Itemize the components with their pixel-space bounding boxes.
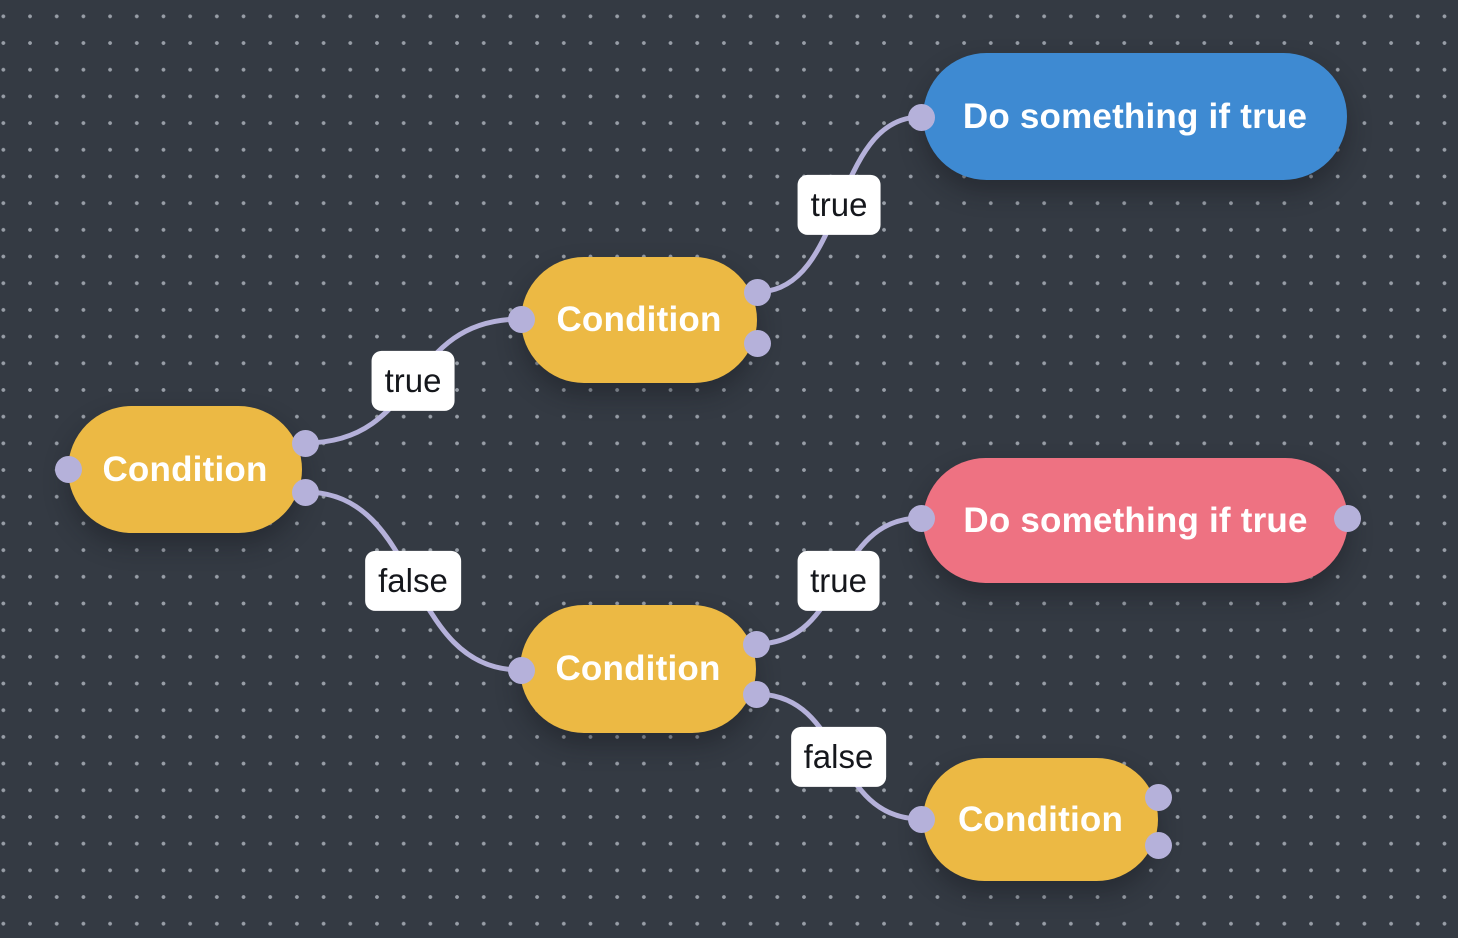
node-condition-3[interactable]: Condition bbox=[520, 605, 756, 733]
input-port[interactable] bbox=[907, 805, 935, 833]
edge-label: true bbox=[371, 350, 455, 412]
node-condition-4[interactable]: Condition bbox=[923, 758, 1158, 881]
input-port[interactable] bbox=[907, 504, 935, 532]
node-condition-2[interactable]: Condition bbox=[521, 257, 757, 383]
node-label: Condition bbox=[556, 300, 722, 339]
edge-label: true bbox=[797, 550, 880, 612]
output-port[interactable] bbox=[1333, 504, 1361, 532]
input-port[interactable] bbox=[54, 455, 82, 483]
output-port[interactable] bbox=[743, 329, 771, 357]
output-port[interactable] bbox=[742, 680, 770, 708]
edge-label: false bbox=[365, 550, 461, 612]
node-label: Do something if true bbox=[962, 96, 1308, 136]
edge-label: true bbox=[797, 174, 881, 235]
node-label: Condition bbox=[957, 799, 1124, 839]
input-port[interactable] bbox=[507, 656, 535, 684]
output-port[interactable] bbox=[1144, 783, 1172, 811]
output-port[interactable] bbox=[1144, 831, 1172, 859]
node-condition-1[interactable]: Condition bbox=[68, 406, 302, 533]
output-port[interactable] bbox=[742, 630, 770, 658]
node-label: Do something if true bbox=[963, 500, 1308, 540]
edge-label: false bbox=[790, 726, 887, 787]
output-port[interactable] bbox=[743, 278, 771, 306]
node-action-blue[interactable]: Do something if true bbox=[923, 53, 1347, 180]
output-port[interactable] bbox=[291, 478, 319, 506]
input-port[interactable] bbox=[507, 305, 535, 333]
node-label: Condition bbox=[102, 449, 268, 489]
output-port[interactable] bbox=[291, 429, 319, 457]
node-action-pink[interactable]: Do something if true bbox=[923, 458, 1348, 583]
node-label: Condition bbox=[555, 649, 721, 688]
input-port[interactable] bbox=[907, 103, 935, 131]
